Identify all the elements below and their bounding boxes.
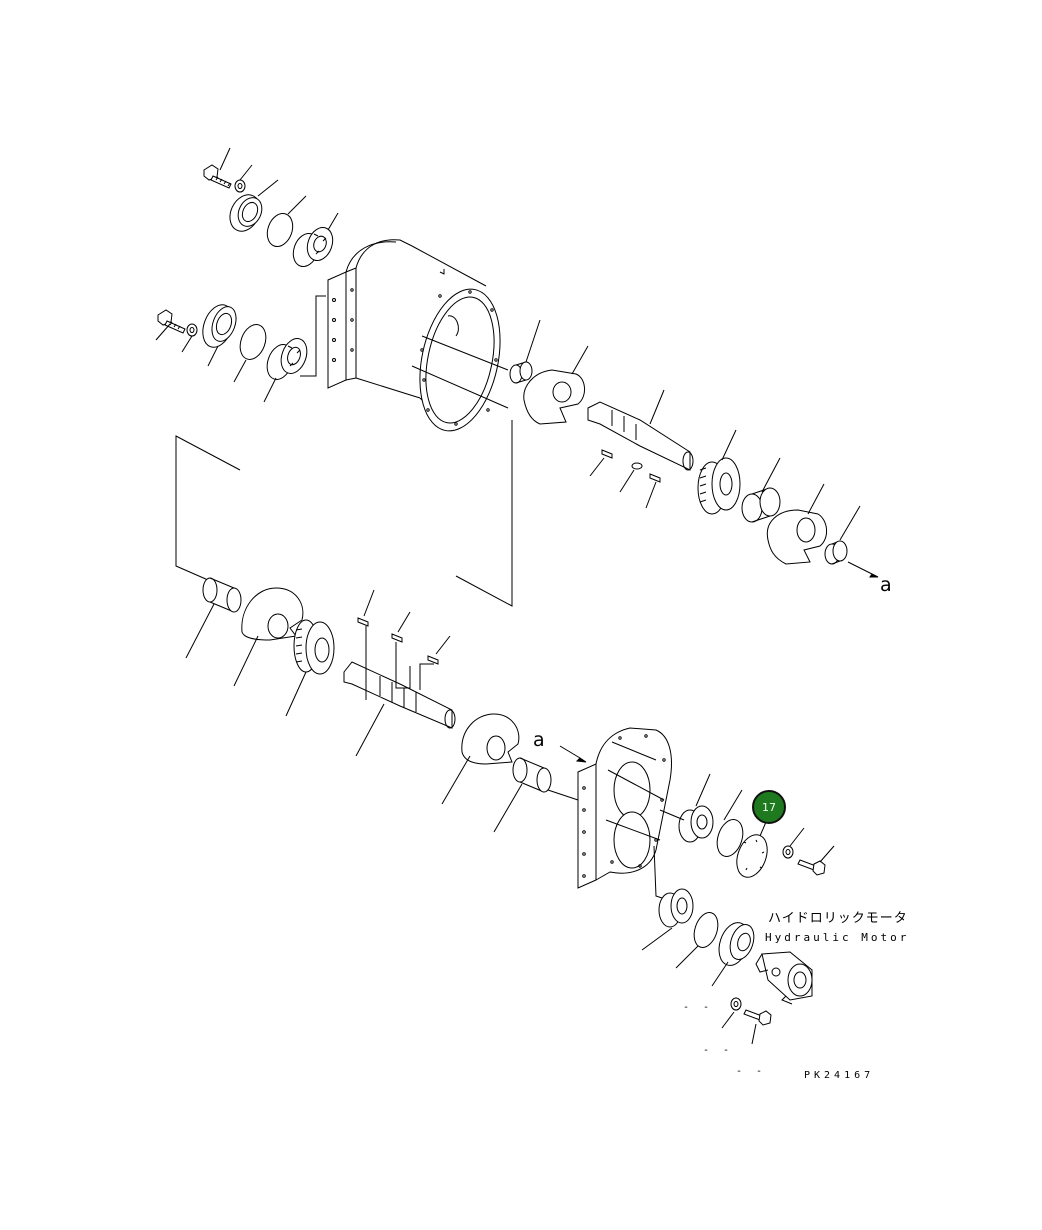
leader-housing-lower (175, 435, 241, 581)
bearing-lower-1 (678, 805, 714, 843)
bushing-upper (741, 487, 781, 523)
washer-lower-1 (782, 845, 794, 859)
hydraulic-motor (755, 951, 813, 1005)
key-lower-3 (427, 655, 439, 665)
bearing-lower-2 (658, 888, 694, 928)
cam-lower-1 (241, 587, 304, 641)
oring-lower-1 (716, 819, 744, 857)
washer-upper-2 (186, 323, 198, 337)
gear-upper (697, 457, 741, 515)
arrow-to-a (847, 561, 879, 578)
cam-upper-1 (523, 369, 585, 425)
bolt-upper-1 (203, 164, 232, 189)
oring-lower-2 (693, 912, 719, 948)
arrow-from-a (559, 745, 587, 763)
part-number-placeholder: - - (683, 1002, 714, 1013)
bolt-lower-1 (797, 859, 826, 876)
part-number-placeholder: - - (736, 1066, 767, 1077)
case-housing (327, 239, 501, 432)
part-callout-17[interactable]: 17 (752, 790, 786, 824)
section-label-upper: a (880, 574, 892, 596)
shaft-lower (343, 661, 456, 729)
bolt-upper-2 (157, 309, 186, 334)
key-upper-2 (631, 462, 643, 470)
bearing-upper-2 (266, 338, 308, 380)
bushing-lower-1 (202, 577, 242, 613)
part-number-placeholder: - - (703, 1045, 734, 1056)
oring-upper-1 (266, 213, 294, 247)
cam-lower-2 (461, 713, 520, 765)
key-upper-1 (601, 449, 613, 459)
cover-lower-2 (718, 922, 755, 966)
key-lower-1 (357, 617, 369, 627)
gear-case-lower (577, 727, 672, 889)
collar-upper-2 (824, 540, 848, 565)
shaft-upper (587, 401, 694, 471)
motor-label-jp: ハイドロリックモータ (768, 911, 908, 926)
washer-lower-2 (730, 997, 742, 1011)
bushing-lower-2 (512, 757, 552, 793)
leader-motor-group (653, 845, 669, 901)
cover-upper-1 (229, 194, 263, 232)
cover-lower-1 (736, 834, 768, 878)
gear-lower (293, 619, 335, 675)
oring-upper-2 (239, 324, 267, 360)
cam-upper-2 (766, 509, 827, 565)
cover-upper-2 (202, 304, 237, 348)
bolt-lower-2 (743, 1009, 772, 1026)
motor-label-en: Hydraulic Motor (765, 931, 910, 944)
washer-upper-1 (234, 179, 246, 193)
bearing-upper-1 (292, 227, 334, 267)
section-label-lower: a (533, 729, 545, 751)
leader-housing-right (455, 420, 513, 607)
key-lower-2 (391, 633, 403, 643)
figure-code: PK24167 (804, 1070, 875, 1081)
collar-upper (509, 361, 533, 384)
key-upper-3 (649, 473, 661, 483)
